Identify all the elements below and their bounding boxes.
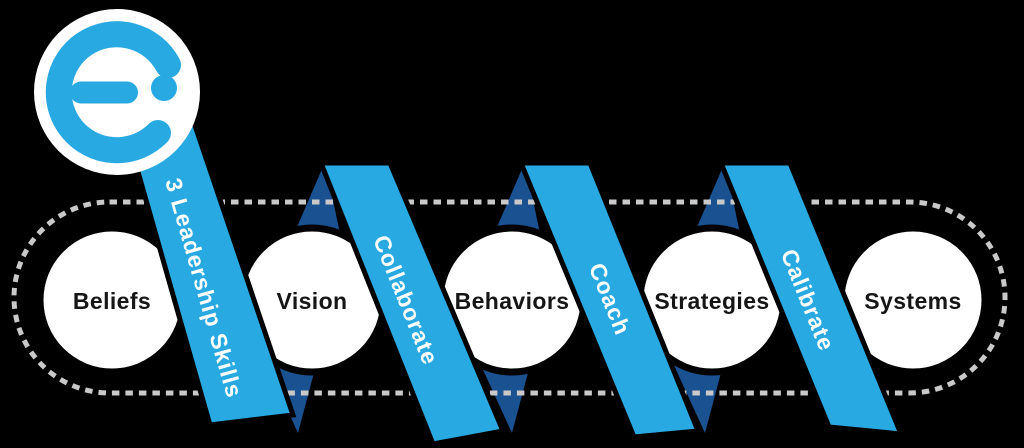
strategies-label: Strategies [654, 288, 769, 314]
coach-band [517, 160, 702, 440]
ribbon-coach: Coach [517, 160, 702, 440]
calibrate-band [717, 160, 905, 437]
step-circles: Beliefs Vision Behaviors Strategies Syst… [36, 224, 989, 376]
beliefs-label: Beliefs [73, 288, 151, 314]
behaviors-label: Behaviors [455, 288, 570, 314]
vision-label: Vision [277, 288, 348, 314]
systems-label: Systems [864, 288, 961, 314]
collaborate-band [317, 160, 507, 447]
ribbon-calibrate: Calibrate [717, 160, 905, 437]
logo-e-dot-icon [151, 75, 177, 101]
dotted-loop-border [11, 199, 1008, 396]
e-mark-logo [34, 9, 200, 175]
ribbon-collaborate: Collaborate [317, 160, 507, 447]
logo-e-ring-icon [45, 21, 181, 164]
logo-e-bar-icon [70, 81, 138, 104]
